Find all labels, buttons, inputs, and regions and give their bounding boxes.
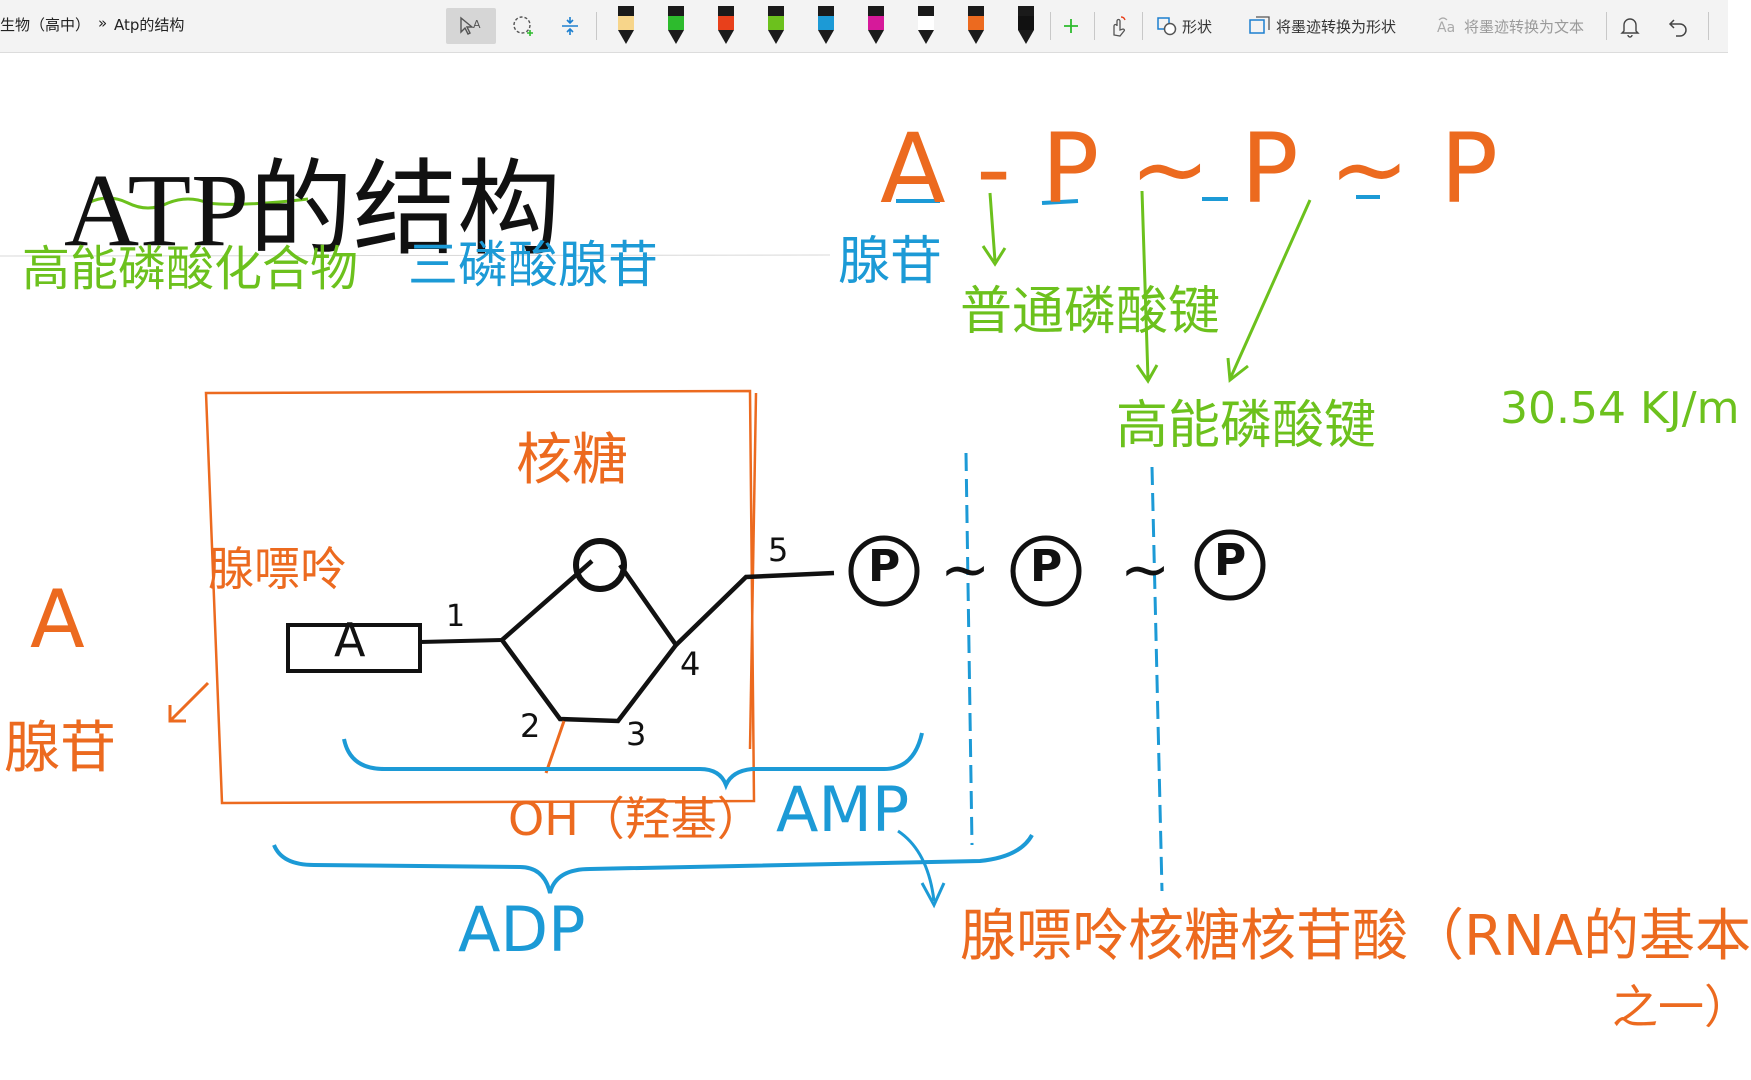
- adenosine-label-top: 腺苷: [838, 232, 943, 292]
- highlighter-pen-icon: [618, 6, 634, 44]
- plus-icon: [1064, 19, 1078, 33]
- phosphate-2: P: [1030, 541, 1063, 592]
- formula-p1: P: [1041, 113, 1100, 225]
- svg-text:Aa: Aa: [1437, 20, 1455, 36]
- ink-to-text-button[interactable]: Aa 将墨迹转换为文本: [1424, 8, 1596, 44]
- svg-text:A: A: [473, 18, 481, 31]
- hydroxyl-label: OH（羟基）: [508, 792, 763, 846]
- pen-icon: [768, 6, 784, 44]
- ink-drawing: [0, 190, 1380, 909]
- lasso-text-select-button[interactable]: A: [446, 8, 496, 44]
- pen-icon: [918, 6, 934, 44]
- pen-icon: [868, 6, 884, 44]
- note-canvas[interactable]: ATP的结构 A - P ~ P ~ P 高能磷酸化合物 三磷酸腺苷 腺苷 普通…: [0, 53, 1751, 1080]
- shapes-icon: [1157, 17, 1177, 36]
- pen-swatch-7[interactable]: [908, 6, 944, 44]
- high-energy-bond-1: ~: [940, 535, 991, 605]
- breadcrumb-page[interactable]: Atp的结构: [114, 16, 185, 34]
- energy-value-label: 30.54 KJ/m: [1500, 383, 1740, 434]
- amp-full-name-label: 腺嘌呤核糖核苷酸（RNA的基本: [960, 904, 1751, 969]
- pen-icon: [1018, 6, 1034, 44]
- formula-tilde-1: ~: [1129, 113, 1211, 225]
- touch-draw-button[interactable]: [1100, 8, 1134, 44]
- pen-swatch-2[interactable]: [658, 6, 694, 44]
- pen-swatch-6[interactable]: [858, 6, 894, 44]
- ink-to-shape-button[interactable]: 将墨迹转换为形状: [1236, 8, 1408, 44]
- carbon-4-label: 4: [680, 645, 701, 683]
- pen-icon: [668, 6, 684, 44]
- formula-p3: P: [1440, 113, 1498, 225]
- ordinary-phosphate-bond-label: 普通磷酸键: [960, 282, 1221, 342]
- pen-icon: [968, 6, 984, 44]
- pen-icon: [818, 6, 834, 44]
- add-pen-button[interactable]: [1056, 8, 1086, 44]
- page-title: ATP的结构: [64, 153, 561, 268]
- amp-label: AMP: [776, 773, 910, 846]
- formula-dash: -: [976, 113, 1011, 225]
- formula-a: A: [880, 113, 946, 225]
- pen-swatch-3[interactable]: [708, 6, 744, 44]
- insert-space-icon: [562, 17, 578, 35]
- adenine-label: 腺嘌呤: [208, 542, 346, 596]
- atp-formula: A - P ~ P ~ P: [880, 113, 1498, 225]
- high-energy-phosphate-bond-label: 高能磷酸键: [1116, 396, 1377, 456]
- atp-chinese-name: 三磷酸腺苷: [408, 236, 658, 294]
- pen-swatch-5[interactable]: [808, 6, 844, 44]
- pen-swatch-1[interactable]: [608, 6, 644, 44]
- hand-touch-icon: [1113, 16, 1126, 37]
- pen-swatch-4[interactable]: [758, 6, 794, 44]
- bell-icon: [1620, 18, 1640, 38]
- adenosine-side-label: 腺苷: [4, 716, 116, 781]
- lasso-select-button[interactable]: [504, 8, 544, 44]
- undo-icon: [1668, 19, 1687, 37]
- shape-label: 形状: [1181, 17, 1212, 36]
- carbon-2-label: 2: [520, 707, 541, 745]
- high-energy-compound-label: 高能磷酸化合物: [22, 241, 359, 297]
- breadcrumb-separator: »: [98, 14, 108, 32]
- carbon-1-label: 1: [446, 599, 466, 634]
- phosphate-1: P: [868, 541, 901, 592]
- undo-button[interactable]: [1660, 8, 1696, 44]
- amp-full-name-label-2: 之一）: [1612, 980, 1750, 1034]
- breadcrumb-notebook[interactable]: 生物（高中）: [0, 16, 91, 34]
- ink-toolbar: 生物（高中） » Atp的结构 A: [0, 0, 1728, 53]
- ink-to-shape-icon: [1249, 16, 1270, 34]
- high-energy-bond-2: ~: [1120, 535, 1171, 605]
- pen-icon: [718, 6, 734, 44]
- carbon-5-label: 5: [768, 531, 789, 569]
- ink-to-shape-label: 将墨迹转换为形状: [1275, 17, 1396, 36]
- phosphate-3: P: [1214, 535, 1247, 586]
- shape-button[interactable]: 形状: [1150, 8, 1218, 44]
- text-select-icon: A: [460, 16, 481, 35]
- formula-tilde-2: ~: [1329, 113, 1410, 225]
- lasso-icon: [513, 16, 533, 36]
- insert-space-button[interactable]: [552, 8, 588, 44]
- adp-label: ADP: [458, 893, 586, 966]
- ribose-label: 核糖: [516, 428, 628, 493]
- ink-to-text-label: 将墨迹转换为文本: [1463, 17, 1584, 36]
- ink-to-text-icon: Aa: [1437, 17, 1455, 36]
- formula-p2: P: [1240, 113, 1299, 225]
- pen-swatch-8[interactable]: [958, 6, 994, 44]
- notifications-button[interactable]: [1612, 8, 1648, 44]
- adenine-box-a: A: [334, 613, 366, 667]
- adenosine-a-label: A: [30, 573, 85, 666]
- pen-swatch-9[interactable]: [1008, 6, 1044, 44]
- carbon-3-label: 3: [626, 715, 647, 753]
